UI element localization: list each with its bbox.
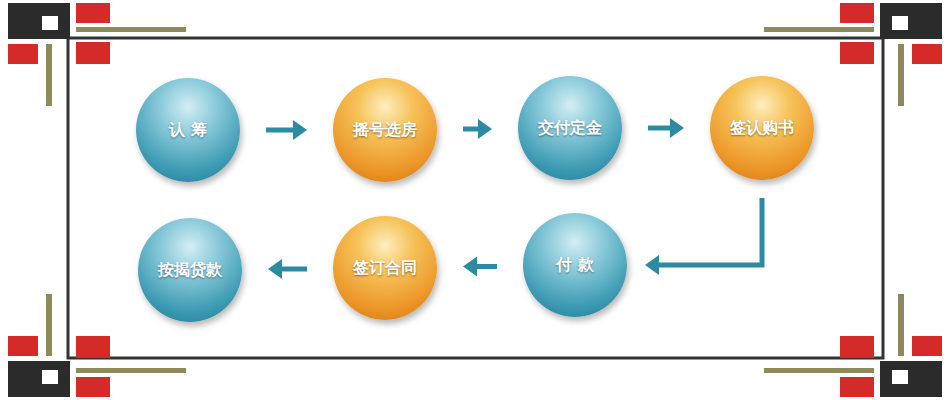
arrow-shaft xyxy=(657,198,762,265)
step-circle: 摇号选房 xyxy=(333,78,437,182)
arrow-head xyxy=(645,255,659,275)
arrow-head xyxy=(478,119,492,139)
step-label: 按揭贷款 xyxy=(158,260,222,281)
arrow-shaft xyxy=(266,128,295,133)
step-label: 签订合同 xyxy=(353,258,417,279)
arrow-shaft xyxy=(463,127,480,132)
step-label: 交付定金 xyxy=(538,118,602,139)
arrow-head xyxy=(293,120,307,140)
arrow-head xyxy=(670,118,684,138)
step-label: 认 筹 xyxy=(169,120,207,141)
step-circle: 认 筹 xyxy=(136,78,240,182)
step-label: 签认购书 xyxy=(730,118,794,139)
flow-arrow xyxy=(268,259,307,279)
step-circle: 签订合同 xyxy=(333,216,437,320)
step-label: 付 款 xyxy=(556,255,594,276)
step-circle: 按揭贷款 xyxy=(138,218,242,322)
arrow-head xyxy=(463,257,477,277)
arrow-shaft xyxy=(648,126,672,131)
arrow-shaft xyxy=(475,264,497,269)
frame-border xyxy=(68,38,883,358)
flow-arrow xyxy=(463,119,492,139)
corner-ornament xyxy=(764,294,942,397)
arrow-head xyxy=(268,259,282,279)
step-circle: 交付定金 xyxy=(518,76,622,180)
step-circle: 付 款 xyxy=(523,213,627,317)
flow-arrow xyxy=(648,118,684,138)
step-label: 摇号选房 xyxy=(353,120,417,141)
flow-arrow xyxy=(266,120,307,140)
flow-arrow xyxy=(463,257,497,277)
step-circle: 签认购书 xyxy=(710,76,814,180)
flow-arrow xyxy=(645,198,762,275)
arrow-shaft xyxy=(280,267,307,272)
